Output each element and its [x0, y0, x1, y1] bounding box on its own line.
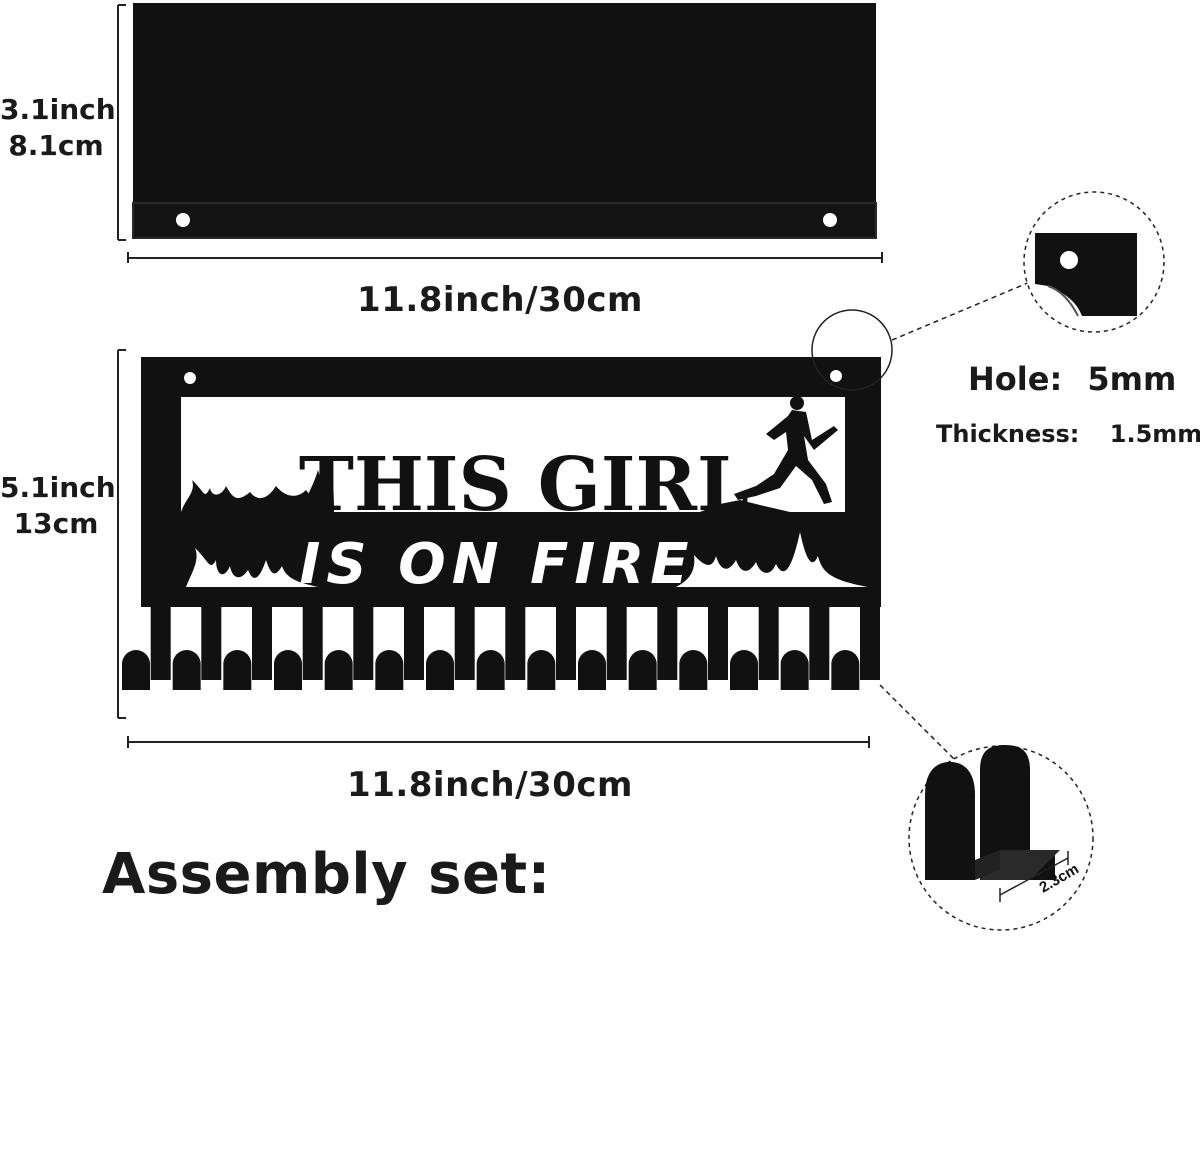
sign-hole-right: [830, 370, 842, 382]
hole-spec-label: Hole:: [968, 360, 1063, 398]
hook-strip: [201, 605, 222, 680]
shelf-width-label: 11.8inch/30cm: [357, 280, 643, 320]
sign-hole-left: [184, 372, 196, 384]
hook: [274, 650, 302, 690]
detail-hook-icon: [925, 745, 1069, 902]
hook: [527, 650, 556, 690]
assembly-title: Assembly set:: [102, 842, 551, 907]
sign-height-bracket: [117, 349, 126, 719]
hook-strip: [657, 605, 678, 680]
thickness-spec: Thickness: 1.5mm: [936, 420, 1200, 448]
hole-spec-value: 5mm: [1087, 360, 1177, 398]
hook-strip: [860, 605, 880, 680]
hook-detail-callout: 2.3cm: [879, 684, 1094, 931]
sign-width-label: 11.8inch/30cm: [347, 765, 633, 805]
hole-spec: Hole: 5mm: [968, 360, 1176, 398]
sign-width-bracket: [127, 736, 870, 748]
sign-height-label: 5.1inch 13cm: [0, 470, 116, 542]
hook: [831, 650, 860, 690]
thickness-spec-value: 1.5mm: [1109, 420, 1200, 448]
hook-strip: [505, 605, 526, 680]
hook: [679, 650, 708, 690]
hook-strip: [758, 605, 779, 680]
hook-strip: [809, 605, 830, 680]
runner-silhouette-icon: [700, 396, 838, 512]
hole-detail-callout: [811, 191, 1165, 391]
hook: [476, 650, 505, 690]
hook: [780, 650, 809, 690]
hook: [426, 650, 454, 690]
shelf-width-bracket: [127, 252, 883, 263]
shelf-height-cm: 8.1cm: [8, 129, 104, 162]
flame-icon: [186, 532, 868, 587]
hook: [324, 650, 353, 690]
sign-height-cm: 13cm: [13, 507, 99, 540]
detail-hole-icon: [1035, 233, 1137, 317]
hook: [628, 650, 657, 690]
hook: [223, 650, 252, 690]
sign-line2: IS ON FIRE: [299, 532, 694, 597]
sign-line1: THIS GIRL: [299, 442, 749, 528]
hook-strip: [404, 605, 424, 680]
hook: [122, 650, 150, 690]
sign-illustration: THIS GIRL IS ON FIRE: [141, 357, 881, 607]
shelf-height-label: 3.1inch 8.1cm: [0, 92, 116, 164]
hook-strip: [302, 605, 323, 680]
hook-strip: [454, 605, 475, 680]
shelf-height-bracket: [117, 4, 126, 241]
hook-strip: [708, 605, 728, 680]
hook-strip: [606, 605, 627, 680]
hook-row: [122, 605, 880, 690]
thickness-spec-label: Thickness:: [936, 420, 1080, 448]
shelf-hole-left: [176, 213, 190, 227]
shelf-height-inch: 3.1inch: [0, 93, 116, 126]
hook: [730, 650, 758, 690]
hook-strip: [556, 605, 576, 680]
shelf-hole-right: [823, 213, 837, 227]
flame-icon: [181, 470, 334, 512]
hook-strip: [150, 605, 171, 680]
hook: [578, 650, 606, 690]
sign-height-inch: 5.1inch: [0, 471, 116, 504]
hook: [375, 650, 404, 690]
hook-strip: [353, 605, 374, 680]
hook-strip: [252, 605, 272, 680]
hook: [172, 650, 201, 690]
shelf-illustration: [132, 3, 877, 239]
